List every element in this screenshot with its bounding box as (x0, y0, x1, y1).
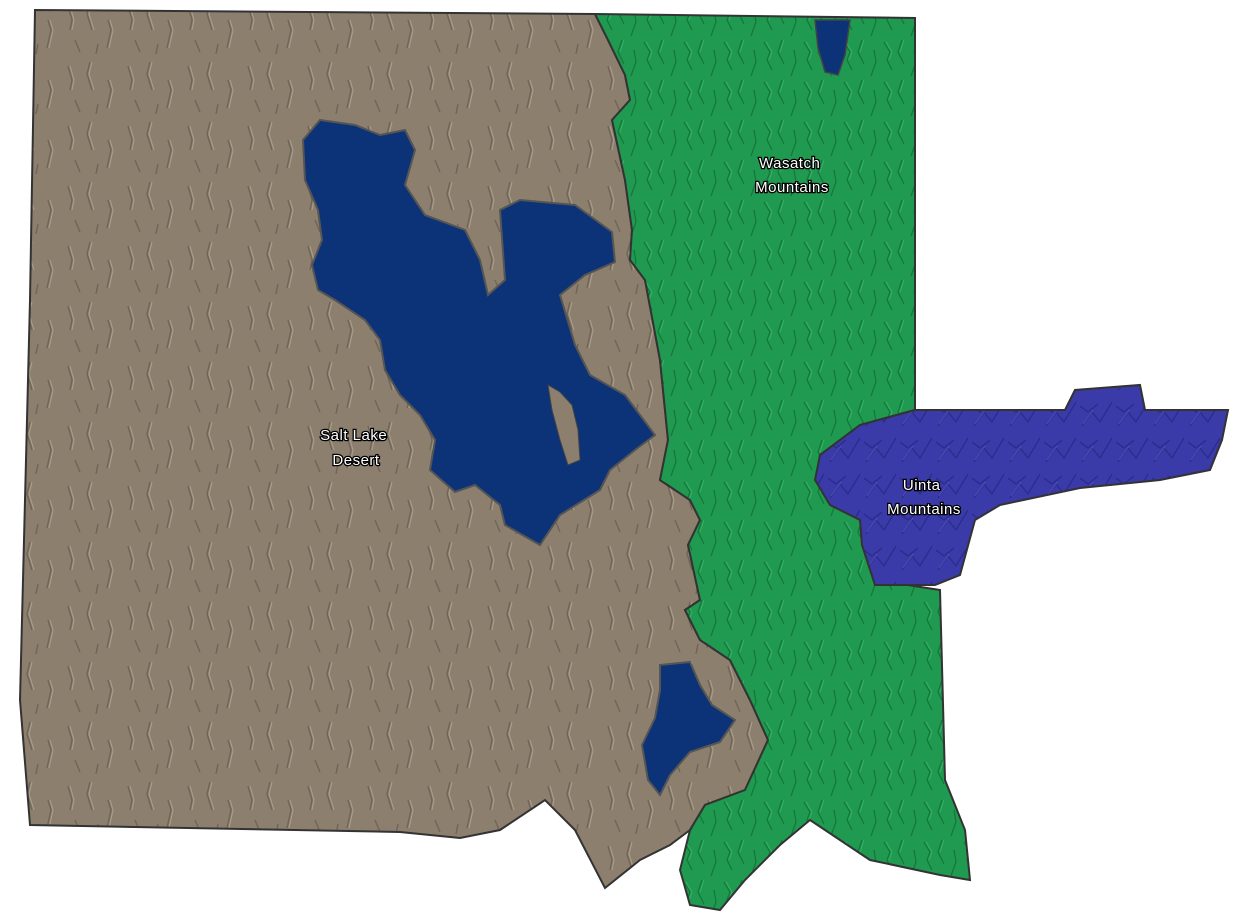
uinta-mountains-label: Uinta Mountains (887, 477, 961, 518)
uinta-mountains-region (813, 383, 1230, 586)
antelope-island (547, 384, 581, 466)
bear-lake (814, 19, 851, 76)
utah-lake (640, 660, 737, 797)
salt-lake-desert-label: Salt Lake Desert (320, 427, 392, 469)
wasatch-mountains-label: Wasatch Mountains (755, 155, 829, 196)
